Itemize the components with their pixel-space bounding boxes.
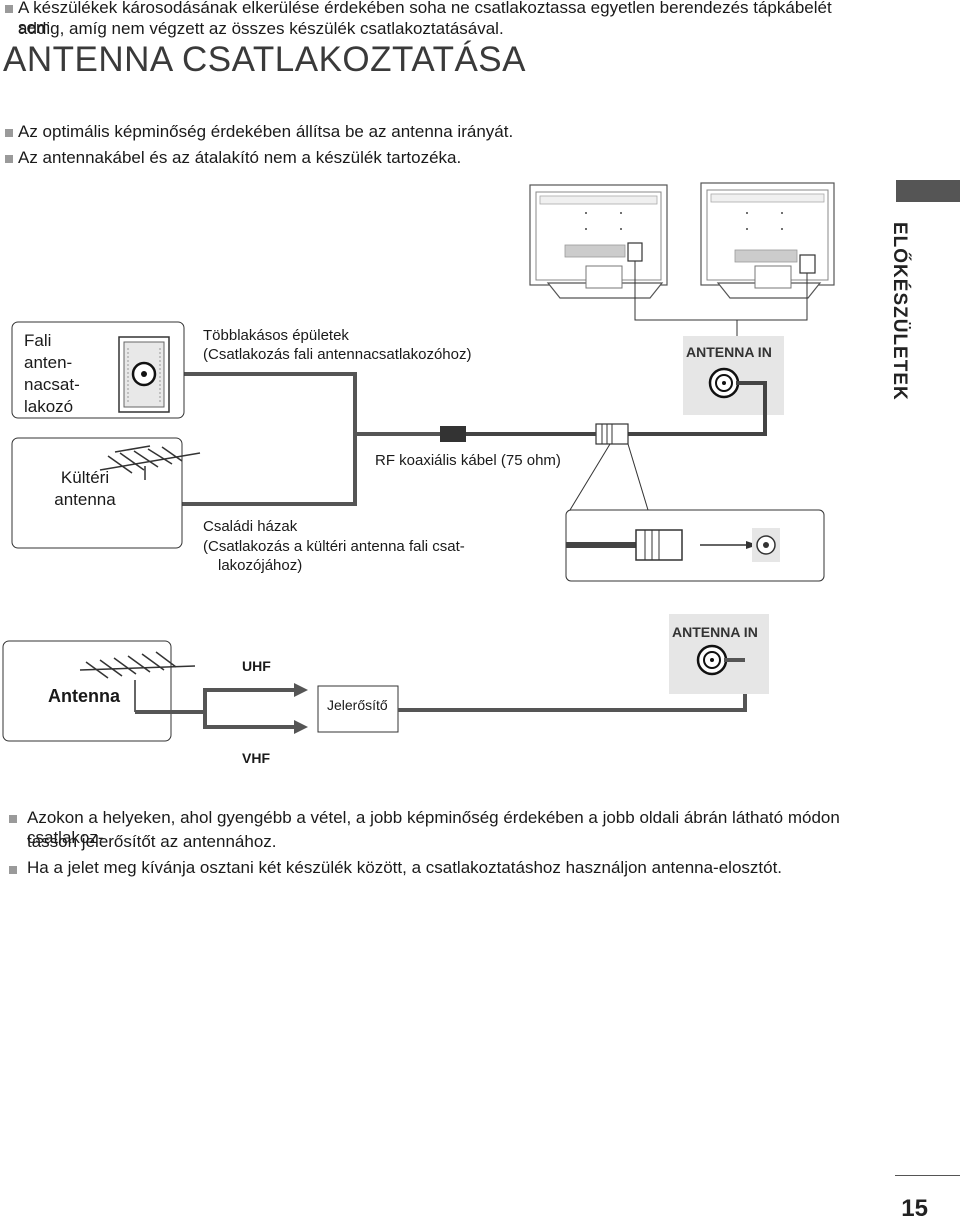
wall-outlet-label-line: Fali (24, 331, 52, 350)
intro-warning-line1: A készülékek károsodásának elkerülése ér… (18, 0, 832, 37)
side-tab-marker (896, 180, 960, 202)
page-title: ANTENNA CSATLAKOZTATÁSA (3, 40, 526, 79)
wall-outlet-label-line: anten- (24, 353, 73, 372)
family-house-note-line2: lakozójához) (218, 557, 303, 574)
wall-outlet-label-line: nacsat- (24, 375, 80, 394)
intro-warning-line2: addig, amíg nem végzett az összes készül… (18, 19, 504, 38)
wall-outlet-label: Fali anten- nacsat- lakozó (24, 330, 96, 418)
antenna-in-label: ANTENNA IN (686, 344, 772, 360)
tv-rear-illustration-1 (529, 184, 668, 299)
coax-connector-icon (595, 423, 629, 445)
page-number: 15 (901, 1195, 928, 1222)
outdoor-antenna-label-line: antenna (54, 490, 116, 509)
bottom-note-2: Ha a jelet meg kívánja osztani két készü… (27, 858, 783, 877)
side-tab-label: ELŐKÉSZÜLETEK (889, 222, 910, 401)
wall-outlet-icon (118, 336, 170, 413)
cable-ferrite (440, 426, 466, 442)
family-house-note-line1: (Csatlakozás a kültéri antenna fali csat… (203, 538, 465, 555)
note-not-included: Az antennakábel és az átalakító nem a ké… (18, 148, 462, 167)
page-number-rule (895, 1175, 960, 1176)
antenna-box (2, 640, 172, 742)
antenna-icon (79, 651, 196, 712)
outdoor-antenna-box (11, 437, 183, 549)
antenna-in-jack-icon (708, 367, 740, 399)
bottom-note-1-line2: tasson jelerősítőt az antennához. (27, 832, 277, 851)
amplifier-label: Jelerősítő (327, 697, 388, 713)
bullet-icon (9, 815, 17, 823)
side-tab: ELŐKÉSZÜLETEK (888, 222, 928, 422)
uhf-label: UHF (242, 658, 271, 674)
vhf-label: VHF (242, 750, 270, 766)
amplifier-box (317, 685, 399, 733)
connector-detail-plug-icon (635, 529, 683, 561)
antenna-label: Antenna (48, 686, 120, 706)
outdoor-antenna-icon (99, 445, 201, 480)
antenna-in-label-2: ANTENNA IN (672, 624, 758, 640)
antenna-in-jack-icon-2 (696, 644, 728, 676)
bullet-icon (9, 866, 17, 874)
multi-dwelling-title: Többlakásos épületek (203, 327, 349, 344)
wall-outlet-label-line: lakozó (24, 397, 74, 416)
note-antenna-direction: Az optimális képminőség érdekében állíts… (18, 122, 514, 141)
bullet-icon (5, 5, 13, 13)
family-house-title: Családi házak (203, 518, 298, 535)
coax-cable-label: RF koaxiális kábel (75 ohm) (375, 452, 561, 469)
outdoor-antenna-label: Kültéri antenna (40, 467, 130, 511)
bullet-icon (5, 155, 13, 163)
tv-rear-illustration-2 (700, 182, 835, 299)
outdoor-antenna-label-line: Kültéri (60, 468, 110, 487)
bullet-icon (5, 129, 13, 137)
multi-dwelling-note: (Csatlakozás fali antennacsatlakozóhoz) (203, 346, 472, 363)
bottom-note-1-line1: Azokon a helyeken, ahol gyengébb a vétel… (27, 808, 840, 847)
